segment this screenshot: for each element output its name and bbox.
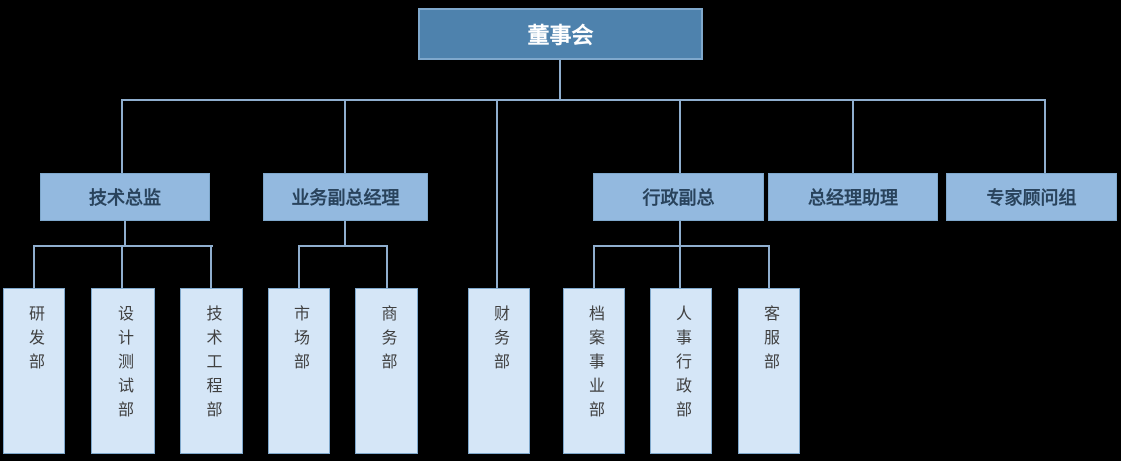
node-label: 总经理助理 (808, 188, 898, 208)
node-label: 设计测试部 (115, 305, 132, 425)
connector-drop-commerce-dept (386, 245, 388, 289)
connector-drop-hr-admin-dept (679, 245, 681, 289)
node-label: 财务部 (491, 305, 508, 377)
connector-drop-expert-group (1044, 99, 1046, 174)
node-label: 人事行政部 (673, 305, 690, 425)
connector-biz-trunk (344, 220, 346, 247)
connector-admin-trunk (679, 220, 681, 247)
node-label: 档案事业部 (586, 305, 603, 425)
node-label: 技术总监 (89, 188, 161, 208)
node-board-of-directors: 董事会 (418, 8, 703, 60)
node-tech-director: 技术总监 (40, 173, 210, 221)
connector-tech-rail (33, 245, 213, 247)
node-rd-dept: 研发部 (3, 288, 65, 454)
node-tech-eng-dept: 技术工程部 (180, 288, 243, 454)
connector-drop-archives-dept (593, 245, 595, 289)
node-finance-dept: 财务部 (468, 288, 530, 454)
node-label: 行政副总 (642, 188, 715, 208)
connector-drop-rd-dept (33, 245, 35, 289)
connector-drop-tech-eng-dept (210, 245, 212, 289)
node-marketing-dept: 市场部 (268, 288, 330, 454)
connector-tech-trunk (124, 220, 126, 247)
node-expert-advisory-group: 专家顾问组 (946, 173, 1117, 221)
node-label: 专家顾问组 (986, 188, 1077, 208)
connector-root-trunk (559, 60, 561, 100)
node-design-test-dept: 设计测试部 (91, 288, 155, 454)
connector-drop-customer-service-dept (768, 245, 770, 289)
node-archives-division: 档案事业部 (563, 288, 625, 454)
node-hr-admin-dept: 人事行政部 (650, 288, 712, 454)
connector-drop-business-gm (344, 99, 346, 174)
connector-main-rail (121, 99, 1046, 101)
connector-drop-marketing-dept (298, 245, 300, 289)
connector-drop-tech-director (121, 99, 123, 174)
connector-drop-gm-assistant (852, 99, 854, 174)
node-customer-service-dept: 客服部 (738, 288, 800, 454)
connector-biz-rail (298, 245, 388, 247)
node-label: 市场部 (291, 305, 308, 377)
node-label: 研发部 (26, 305, 43, 377)
node-label: 客服部 (761, 305, 778, 377)
node-gm-assistant: 总经理助理 (768, 173, 938, 221)
node-business-deputy-gm: 业务副总经理 (263, 173, 428, 221)
connector-drop-design-test-dept (121, 245, 123, 289)
connector-drop-admin-deputy (679, 99, 681, 174)
node-commerce-dept: 商务部 (355, 288, 418, 454)
node-admin-deputy: 行政副总 (593, 173, 764, 221)
node-label: 技术工程部 (203, 305, 221, 425)
connector-admin-rail (593, 245, 770, 247)
node-label: 董事会 (527, 23, 594, 48)
connector-drop-finance-dept (496, 99, 498, 289)
node-label: 业务副总经理 (291, 188, 400, 208)
node-label: 商务部 (378, 305, 396, 377)
